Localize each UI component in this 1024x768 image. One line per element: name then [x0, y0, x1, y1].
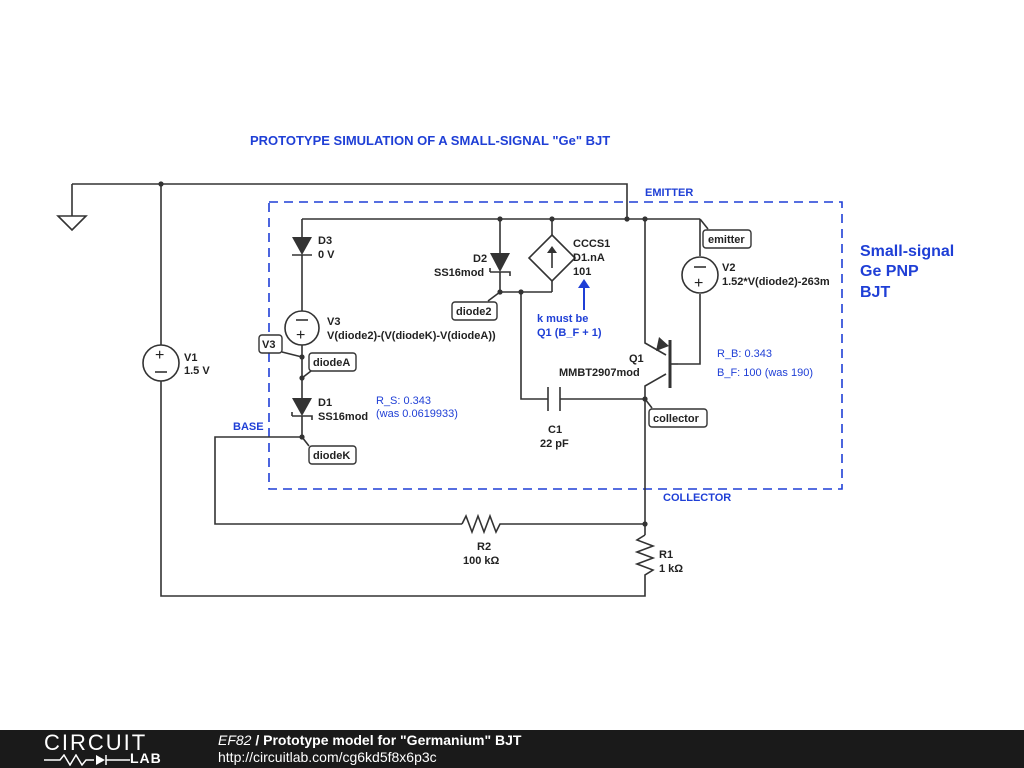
v2-source: + [681, 256, 719, 294]
circuit-title: Prototype model for "Germanium" BJT [263, 732, 522, 748]
q1-transistor [656, 337, 678, 388]
v2-name: V2 [722, 262, 735, 274]
c1-value: 22 pF [540, 438, 569, 450]
v1-source: + [142, 344, 180, 382]
svg-text:diodeA: diodeA [313, 357, 350, 369]
d3-value: 0 V [318, 249, 335, 261]
bf-note: B_F: 100 (was 190) [717, 367, 813, 379]
v3-value: V(diode2)-(V(diodeK)-V(diodeA)) [327, 330, 496, 342]
r2-resistor [461, 513, 503, 535]
d2-name: D2 [473, 253, 487, 265]
collector-label: COLLECTOR [663, 492, 731, 504]
emitter-label: EMITTER [645, 187, 693, 199]
side-label-1: Small-signal [860, 243, 954, 260]
d3-name: D3 [318, 235, 332, 247]
net-tag-diode2: diode2 [451, 291, 501, 321]
k-note-arrow [578, 279, 590, 310]
d1-name: D1 [318, 397, 332, 409]
logo-wave-icon [44, 754, 130, 766]
q1-name: Q1 [629, 353, 644, 365]
svg-text:collector: collector [653, 413, 700, 425]
circuit-code[interactable]: EF82 [218, 732, 252, 748]
net-tag-diodeA: diodeA [301, 352, 357, 379]
circuit-schematic: PROTOTYPE SIMULATION OF A SMALL-SIGNAL "… [56, 133, 954, 597]
footer-title-line: EF82 / Prototype model for "Germanium" B… [218, 732, 521, 748]
svg-text:diode2: diode2 [456, 306, 491, 318]
diagram-title: PROTOTYPE SIMULATION OF A SMALL-SIGNAL "… [250, 133, 610, 148]
cccs1-name: CCCS1 [573, 238, 610, 250]
rb-note: R_B: 0.343 [717, 348, 772, 360]
side-label-3: BJT [860, 284, 890, 301]
r2-name: R2 [477, 541, 491, 553]
net-tag-emitter: emitter [699, 218, 752, 249]
side-label-2: Ge PNP [860, 263, 919, 280]
rs-note-1: R_S: 0.343 [376, 395, 431, 407]
v1-value: 1.5 V [184, 365, 210, 377]
r2-value: 100 kΩ [463, 555, 500, 567]
svg-text:emitter: emitter [708, 234, 745, 246]
d1-diode [291, 398, 313, 420]
k-note-2: Q1 (B_F + 1) [537, 327, 602, 339]
svg-text:diodeK: diodeK [313, 450, 350, 462]
v2-value: 1.52*V(diode2)-263m [722, 276, 830, 288]
title-separator: / [251, 732, 264, 748]
net-tag-diodeK: diodeK [301, 436, 357, 465]
logo-text-bottom: LAB [130, 750, 162, 766]
svg-text:+: + [155, 347, 164, 364]
cccs1-value1: D1.nA [573, 252, 605, 264]
v1-name: V1 [184, 352, 197, 364]
cccs1-source [527, 233, 577, 283]
ground-symbol [56, 184, 88, 232]
r1-name: R1 [659, 549, 673, 561]
d3-diode [292, 237, 312, 256]
base-label: BASE [233, 421, 264, 433]
v3-name: V3 [327, 316, 340, 328]
d2-value: SS16mod [434, 267, 484, 279]
q1-value: MMBT2907mod [559, 367, 640, 379]
junctions [158, 181, 648, 527]
cccs1-value2: 101 [573, 266, 591, 278]
footer-bar: CIRCUIT LAB EF82 / Prototype model for "… [0, 730, 1024, 768]
logo-text-top: CIRCUIT [44, 730, 148, 755]
net-tag-v3: V3 [258, 334, 303, 358]
circuit-url-link[interactable]: http://circuitlab.com/cg6kd5f8x6p3c [218, 749, 437, 765]
k-note-1: k must be [537, 313, 588, 325]
c1-capacitor [547, 387, 561, 411]
svg-text:+: + [296, 327, 305, 344]
net-tag-collector: collector [644, 398, 708, 428]
rs-note-2: (was 0.0619933) [376, 408, 458, 420]
d2-diode [489, 253, 511, 276]
circuitlab-logo[interactable]: CIRCUIT LAB [44, 732, 184, 766]
r1-resistor [634, 534, 656, 578]
v3-source: + [284, 310, 320, 346]
svg-text:+: + [694, 275, 703, 292]
d1-value: SS16mod [318, 411, 368, 423]
r1-value: 1 kΩ [659, 563, 683, 575]
c1-name: C1 [548, 424, 562, 436]
svg-text:V3: V3 [262, 339, 275, 351]
